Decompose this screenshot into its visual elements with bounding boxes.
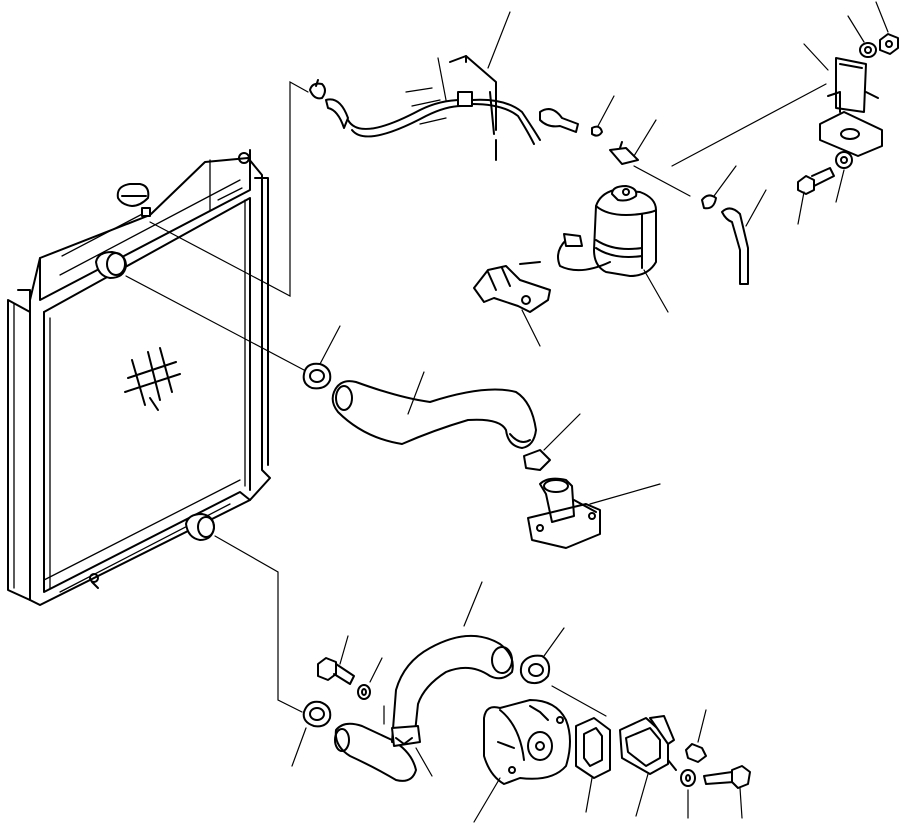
washer — [859, 42, 877, 58]
upper-inlet-hose — [331, 380, 537, 449]
lower-outlet-hose — [334, 634, 514, 782]
water-pump — [483, 699, 571, 785]
washer — [835, 151, 853, 169]
radiator-cap — [116, 183, 151, 217]
radiator — [7, 149, 271, 606]
hose-clamp — [302, 700, 332, 728]
water-pump-elbow — [619, 715, 677, 775]
nut — [685, 743, 707, 763]
reservoir-bracket — [819, 57, 883, 157]
hose-clamp — [519, 654, 551, 685]
hose-clamp — [701, 194, 717, 210]
coolant-reservoir-tank — [557, 185, 657, 277]
hose-clamp — [302, 362, 332, 390]
bolt — [797, 167, 835, 195]
tank-mounting-bracket — [405, 11, 511, 161]
washer — [680, 769, 696, 787]
bolt — [703, 765, 751, 789]
reservoir-bracket — [473, 261, 551, 313]
bolt — [317, 657, 355, 685]
hose-clamp — [609, 141, 639, 165]
hose-clamp — [523, 449, 551, 471]
washer — [357, 684, 371, 700]
thermostat-housing — [527, 477, 601, 549]
gasket — [575, 717, 611, 779]
overflow-tube — [309, 79, 603, 145]
overflow-tube — [721, 207, 749, 285]
nut — [879, 33, 899, 55]
